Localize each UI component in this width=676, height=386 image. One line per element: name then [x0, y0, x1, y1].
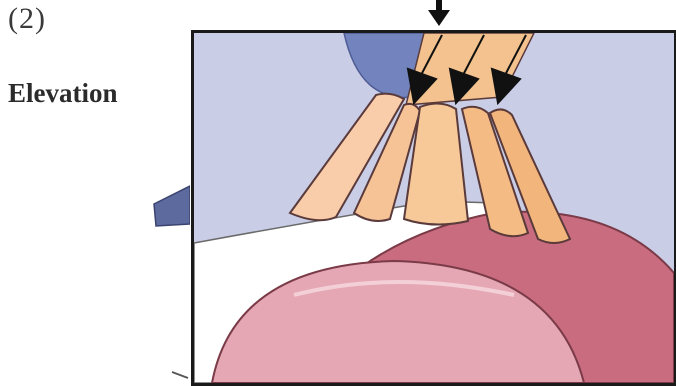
side-marker-shape — [150, 180, 190, 230]
step-label: (2) — [8, 2, 46, 36]
down-arrow-icon — [424, 0, 454, 30]
inset-illustration — [194, 33, 674, 383]
figure-caption: Elevation — [8, 78, 118, 109]
zoom-inset — [191, 30, 676, 386]
